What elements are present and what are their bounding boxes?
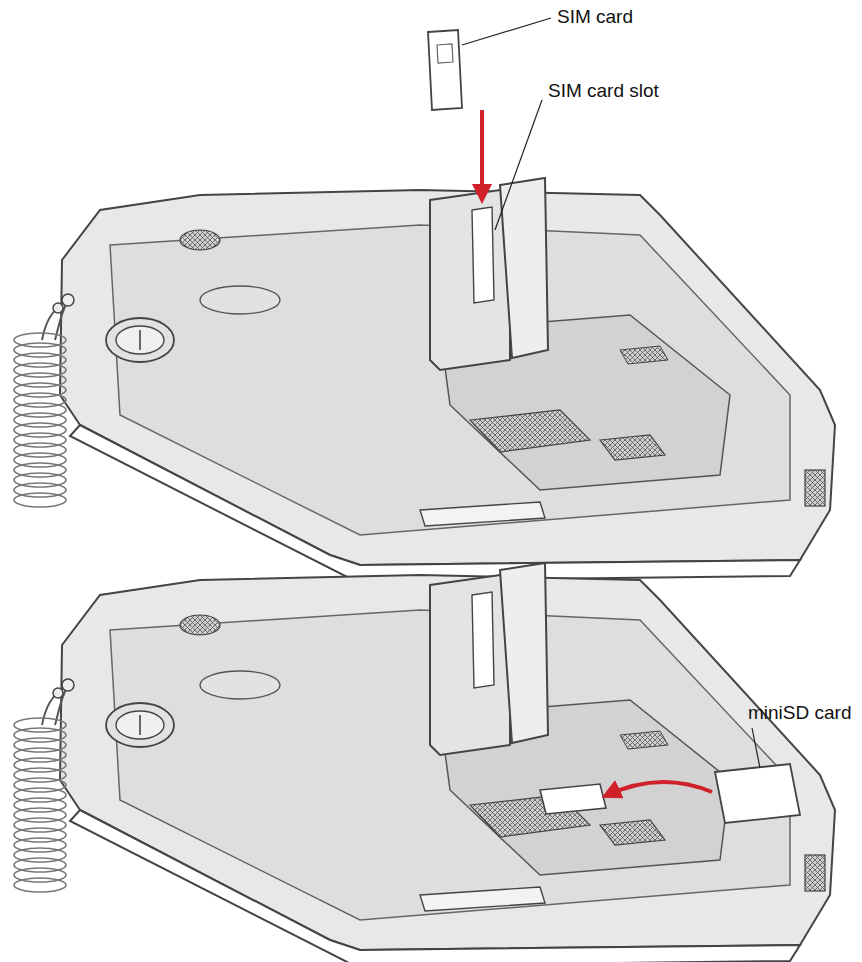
part-label: SIM card <box>557 6 633 29</box>
part-label: miniSD card <box>748 702 851 725</box>
part-label: SIM card slot <box>548 80 659 103</box>
